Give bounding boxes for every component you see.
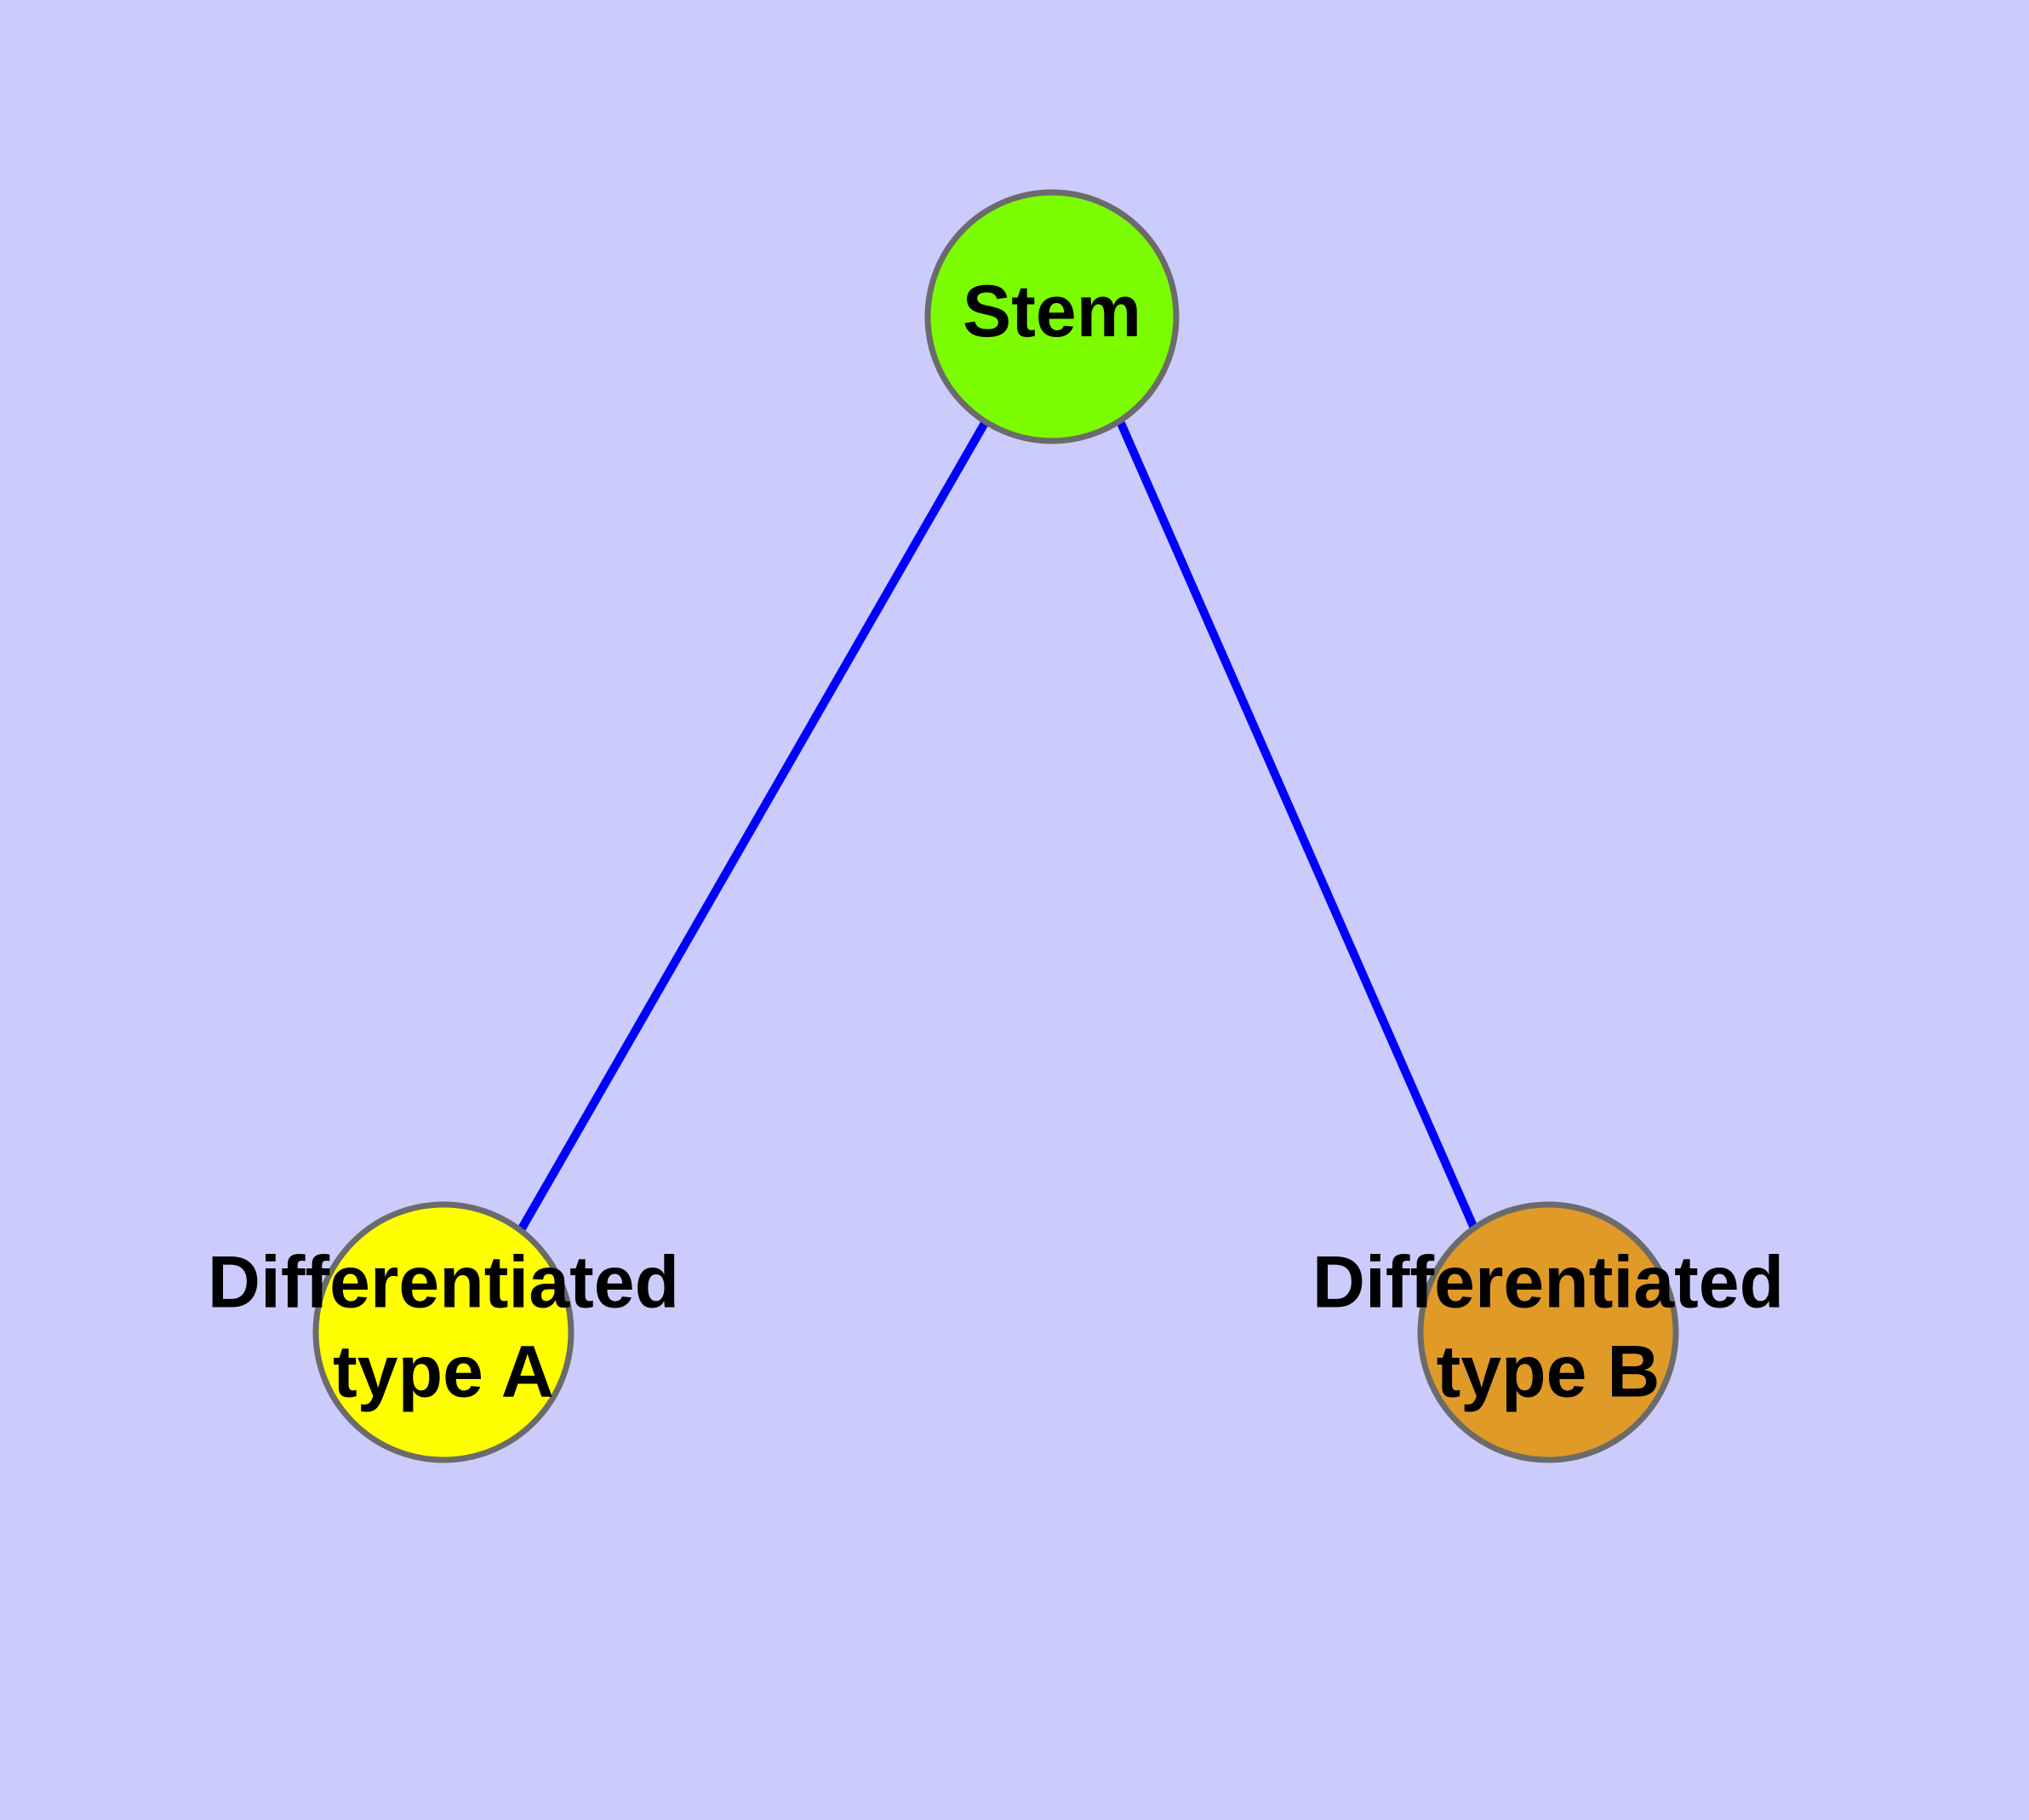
node-differentiated-type-b-circle[interactable] (1417, 1201, 1679, 1463)
label-line: type B (1437, 1331, 1660, 1412)
node-differentiated-type-a[interactable] (312, 1201, 574, 1463)
nodes-layer (312, 189, 1679, 1463)
label-line: Stem (963, 271, 1141, 352)
node-differentiated-type-a-circle[interactable] (312, 1201, 574, 1463)
edges-layer (517, 421, 1479, 1233)
node-differentiated-type-b[interactable] (1417, 1201, 1679, 1463)
edge-stem-to-differentiated-a[interactable] (517, 421, 989, 1233)
label-line: Differentiated (1312, 1241, 1784, 1323)
node-stem-circle[interactable] (924, 189, 1180, 444)
label-line: Differentiated (208, 1241, 679, 1323)
label-line: type A (333, 1331, 554, 1412)
node-stem[interactable] (924, 189, 1180, 444)
node-stem-label: Stem (963, 271, 1141, 352)
edge-stem-to-differentiated-b[interactable] (1117, 421, 1479, 1233)
